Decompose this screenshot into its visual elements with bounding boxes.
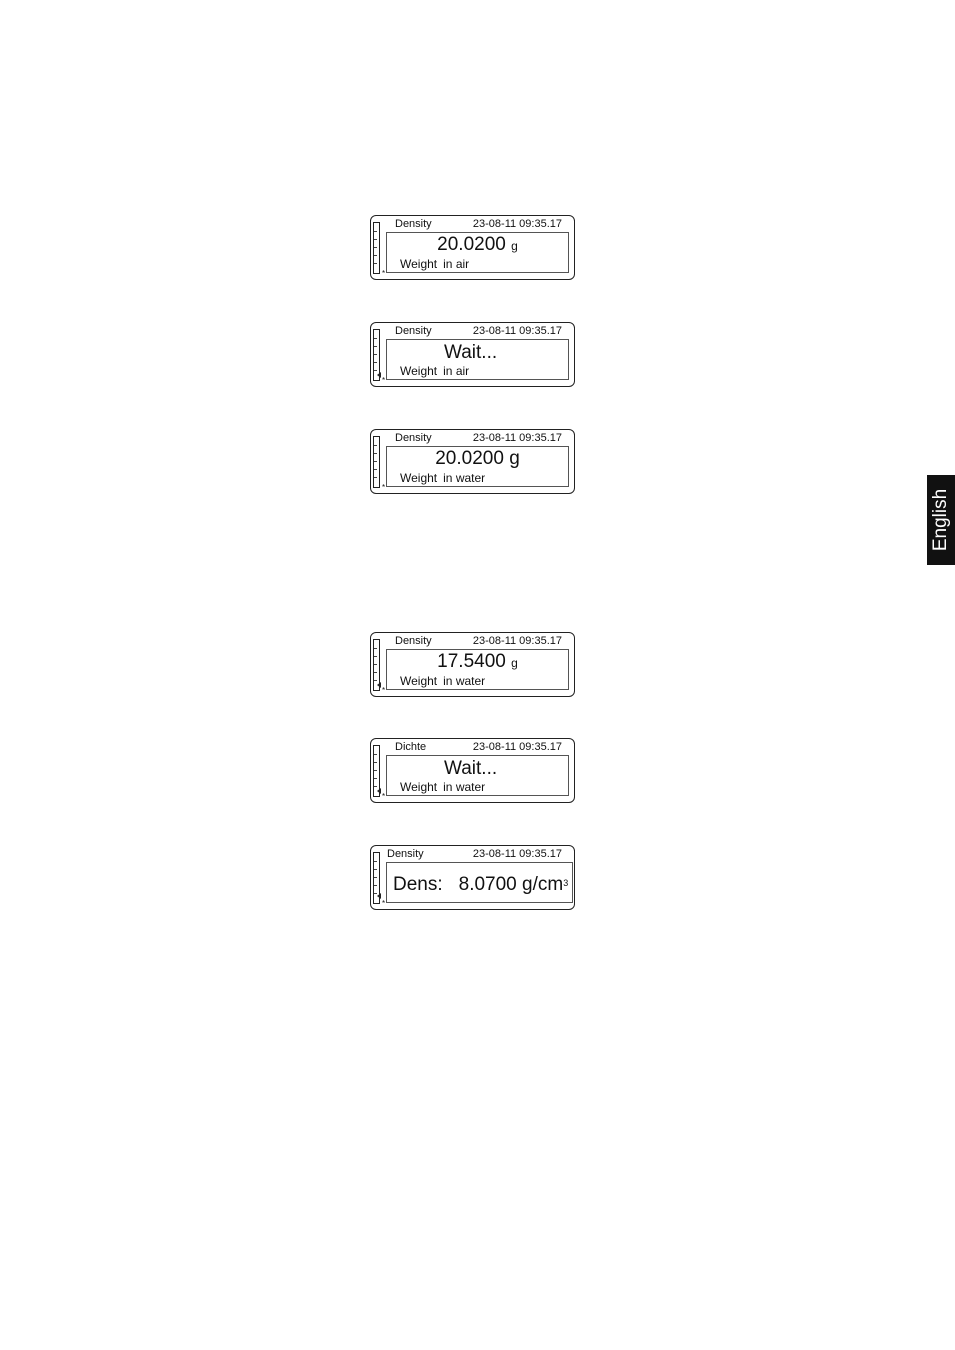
date-time: 23-08-11 09:35.17 <box>472 635 562 647</box>
status-weight: Weight <box>400 471 438 485</box>
bargraph-indicator <box>373 639 381 691</box>
date-time: 23-08-11 09:35.17 <box>472 325 562 337</box>
date-time: 23-08-11 09:35.17 <box>472 218 562 230</box>
bargraph-indicator <box>373 222 380 274</box>
value-panel: 20.0200 g Weight in air <box>386 232 569 273</box>
bargraph-indicator <box>373 329 381 381</box>
mode-label: Density <box>387 848 424 860</box>
status-medium: in water <box>443 780 486 794</box>
weight-unit: g <box>511 239 518 253</box>
language-tab-label: English <box>930 488 952 552</box>
density-result: Dens: 8.0700 g/cm3 <box>393 874 568 896</box>
density-unit-exponent: 3 <box>563 878 569 888</box>
wait-message: Wait... <box>444 342 498 363</box>
balance-display-4: * Density 23-08-11 09:35.17 17.5400 g We… <box>370 632 575 697</box>
bargraph-indicator <box>373 852 381 904</box>
date-time: 23-08-11 09:35.17 <box>472 432 562 444</box>
density-label: Dens: <box>393 874 443 895</box>
status-weight: Weight <box>400 257 438 271</box>
weight-value-line: 20.0200 g <box>387 448 568 470</box>
status-medium: in water <box>443 674 486 688</box>
value-panel: Wait... Weight in water <box>386 755 569 796</box>
wait-message: Wait... <box>444 758 498 779</box>
density-value: 8.0700 <box>458 874 517 895</box>
mode-label: Density <box>395 635 432 647</box>
bargraph-pointer-icon <box>377 372 381 378</box>
stability-star-icon: * <box>382 483 386 492</box>
weight-value: 17.5400 <box>437 651 506 672</box>
balance-display-2: * Density 23-08-11 09:35.17 Wait... Weig… <box>370 322 575 387</box>
status-weight: Weight <box>400 364 438 378</box>
density-unit: g/cm <box>522 874 564 895</box>
weight-value-line: 17.5400 g <box>387 651 568 674</box>
bargraph-pointer-icon <box>377 893 381 899</box>
value-panel: 17.5400 g Weight in water <box>386 649 569 690</box>
mode-label: Dichte <box>395 741 427 753</box>
mode-label: Density <box>395 325 432 337</box>
status-line: Weight in air <box>400 364 469 378</box>
status-line: Weight in air <box>400 257 469 271</box>
weight-value: 20.0200 <box>435 448 504 469</box>
bargraph-pointer-icon <box>377 788 381 794</box>
bargraph-indicator <box>373 745 381 797</box>
language-tab: English <box>927 475 955 565</box>
value-panel: Wait... Weight in air <box>386 339 569 380</box>
balance-display-1: * Density 23-08-11 09:35.17 20.0200 g We… <box>370 215 575 280</box>
status-weight: Weight <box>400 674 438 688</box>
status-line: Weight in water <box>400 471 485 485</box>
status-line: Weight in water <box>400 674 485 688</box>
status-medium: in air <box>443 364 470 378</box>
value-panel: 20.0200 g Weight in water <box>386 446 569 487</box>
weight-value: 20.0200 <box>437 234 506 255</box>
stability-star-icon: * <box>382 792 386 801</box>
value-panel: Dens: 8.0700 g/cm3 <box>386 862 573 903</box>
bargraph-indicator <box>373 436 380 488</box>
weight-value-line: 20.0200 g <box>387 234 568 257</box>
bargraph-pointer-icon <box>377 682 381 688</box>
mode-label: Density <box>395 432 432 444</box>
balance-display-5: * Dichte 23-08-11 09:35.17 Wait... Weigh… <box>370 738 575 803</box>
balance-display-3: * Density 23-08-11 09:35.17 20.0200 g We… <box>370 429 575 494</box>
weight-unit: g <box>511 656 518 670</box>
status-medium: in air <box>443 257 470 271</box>
status-medium: in water <box>443 471 486 485</box>
date-time: 23-08-11 09:35.17 <box>472 741 562 753</box>
balance-display-6: * Density 23-08-11 09:35.17 Dens: 8.0700 … <box>370 845 575 910</box>
stability-star-icon: * <box>382 899 386 908</box>
date-time: 23-08-11 09:35.17 <box>472 848 562 860</box>
status-weight: Weight <box>400 780 438 794</box>
stability-star-icon: * <box>382 269 386 278</box>
mode-label: Density <box>395 218 432 230</box>
stability-star-icon: * <box>382 376 386 385</box>
status-line: Weight in water <box>400 780 485 794</box>
stability-star-icon: * <box>382 686 386 695</box>
weight-unit: g <box>509 448 520 469</box>
